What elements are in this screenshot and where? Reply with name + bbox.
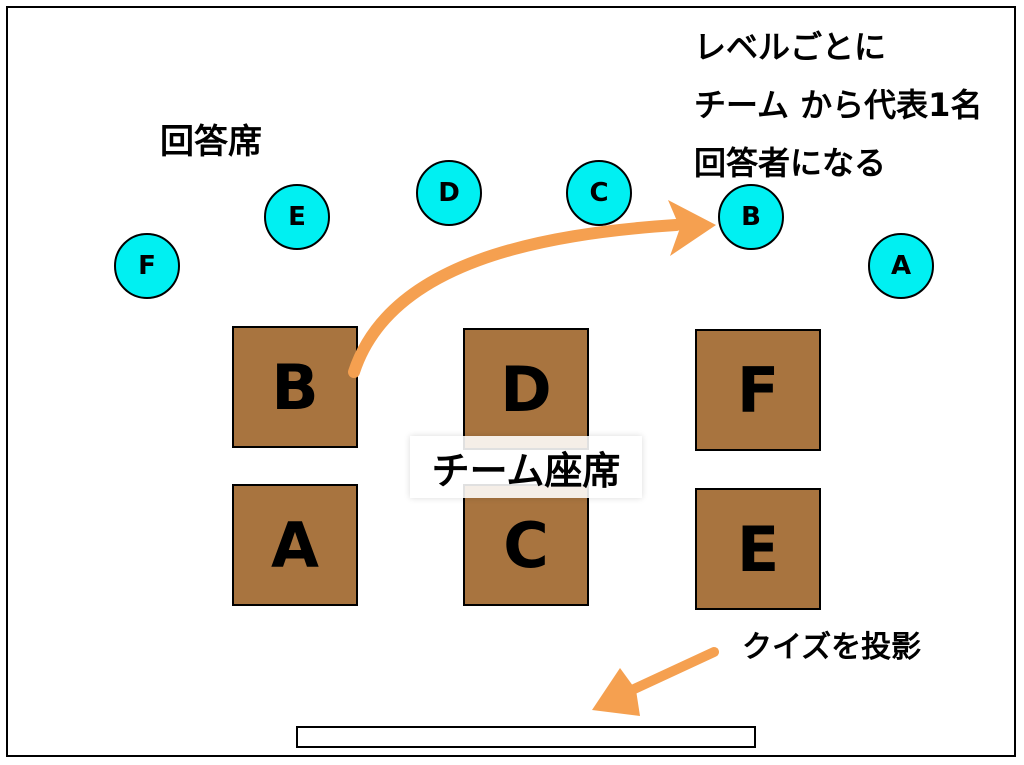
answer-seat-b: B xyxy=(718,184,784,250)
diagram-frame xyxy=(6,6,1016,757)
arrow-head-screen xyxy=(592,668,640,716)
answer-seat-c: C xyxy=(566,160,632,226)
answer-seat-d: D xyxy=(416,160,482,226)
arrow-head-answer xyxy=(668,200,716,256)
note-line: チーム から代表1名 xyxy=(694,86,983,124)
note-line: レベルごとに xyxy=(694,28,887,66)
team-table-e: E xyxy=(695,488,821,610)
projection-label: クイズを投影 xyxy=(742,630,922,665)
projection-screen xyxy=(296,726,756,748)
answer-area-label: 回答席 xyxy=(160,122,262,162)
team-table-a: A xyxy=(232,484,358,606)
team-table-f: F xyxy=(695,329,821,451)
answer-seat-a: A xyxy=(868,233,934,299)
team-table-b: B xyxy=(232,326,358,448)
arrow-to-screen xyxy=(627,647,719,695)
answer-seat-e: E xyxy=(264,184,330,250)
note-line: 回答者になる xyxy=(694,144,887,182)
team-area-label: チーム座席 xyxy=(410,436,642,498)
note-text: レベルごとに チーム から代表1名 回答者になる xyxy=(694,18,982,192)
arrow-to-answer-seat xyxy=(348,219,682,378)
answer-seat-f: F xyxy=(114,233,180,299)
team-table-d: D xyxy=(463,328,589,450)
